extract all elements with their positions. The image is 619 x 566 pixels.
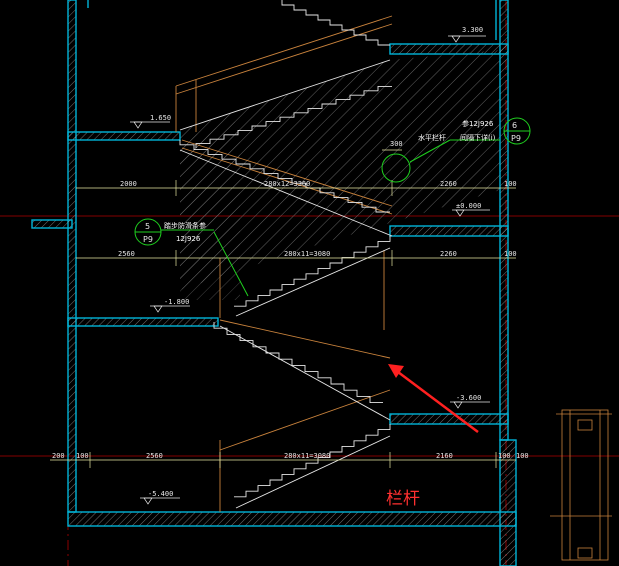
right-wall [499, 0, 509, 441]
dimension-lines [50, 149, 516, 468]
stair-flight [234, 424, 391, 498]
dim-text: 2000 [120, 180, 137, 188]
note-text: 参12J926 [462, 119, 494, 128]
note-text: 间隔下详(i) [460, 133, 496, 142]
elevation-label: -5.400 [148, 490, 173, 498]
hatched-slab [180, 50, 500, 300]
left-outcrop [31, 219, 73, 229]
dimension-labels: 2000 280x12=3360 2260 100 2560 280x11=30… [52, 140, 529, 460]
note-text: 踏步防滑条参 [164, 221, 206, 230]
stair-flight [213, 322, 383, 404]
callout-sheet: P9 [143, 235, 153, 244]
dim-text: 100 [498, 452, 511, 460]
triangle-level-icon [452, 209, 490, 217]
elevation-label: 1.650 [150, 114, 171, 122]
dim-text: 200 [52, 452, 65, 460]
callout-sheet: 6 [512, 121, 517, 130]
dim-text: 2160 [436, 452, 453, 460]
slab-3 [67, 317, 219, 327]
dim-text: 100 [76, 452, 89, 460]
elevation-markers [130, 35, 490, 505]
slab-4 [389, 225, 509, 237]
dim-text: 2260 [440, 180, 457, 188]
dim-text: 100 [516, 452, 529, 460]
callout-sheet: P9 [511, 134, 521, 143]
elevation-label: -3.600 [456, 394, 481, 402]
side-detail [550, 409, 612, 561]
triangle-level-icon [150, 305, 190, 313]
elevation-labels: 3.300 1.650 ±0.000 -1.800 -3.600 -5.400 [148, 26, 483, 498]
note-text: 水平栏杆 [418, 133, 446, 142]
slab-2 [389, 43, 509, 55]
stair-flight [179, 140, 390, 213]
dim-text: 2560 [146, 452, 163, 460]
dim-text: 300 [390, 140, 403, 148]
walls [31, 0, 517, 566]
right-wall-lower [499, 439, 517, 566]
railing-label: 栏杆 [386, 489, 420, 509]
elevation-label: ±0.000 [456, 202, 481, 210]
dim-text: 280x11=3080 [284, 452, 330, 460]
elevation-label: 3.300 [462, 26, 483, 34]
dim-text: 100 [504, 250, 517, 258]
note-text: 12J926 [176, 235, 201, 243]
callout-number: 5 [145, 222, 150, 231]
dim-text: 2560 [118, 250, 135, 258]
triangle-level-icon [140, 497, 180, 505]
triangle-level-icon [448, 35, 486, 43]
dim-text: 280x11=3080 [284, 250, 330, 258]
ground-slab [67, 511, 517, 527]
triangle-level-icon [130, 121, 170, 129]
handrail-lines [175, 15, 393, 512]
dim-text: 2260 [440, 250, 457, 258]
stair-flight [234, 236, 391, 307]
slab-1 [67, 131, 181, 141]
dim-text: 100 [504, 180, 517, 188]
dim-text: 280x12=3360 [264, 180, 310, 188]
stair-flight [195, 85, 392, 148]
stair-flight [281, 0, 390, 46]
stair-flights [179, 0, 393, 509]
red-arrow-icon [388, 364, 479, 433]
left-wall [67, 0, 77, 513]
triangle-level-icon [450, 401, 490, 409]
elevation-label: -1.800 [164, 298, 189, 306]
detail-circle-icon [381, 153, 411, 183]
callout-text: 参12J926 水平栏杆 间隔下详(i) 5 P9 踏步防滑条参 12J926 … [143, 119, 521, 244]
callouts [134, 117, 531, 297]
slab-5 [389, 413, 509, 425]
